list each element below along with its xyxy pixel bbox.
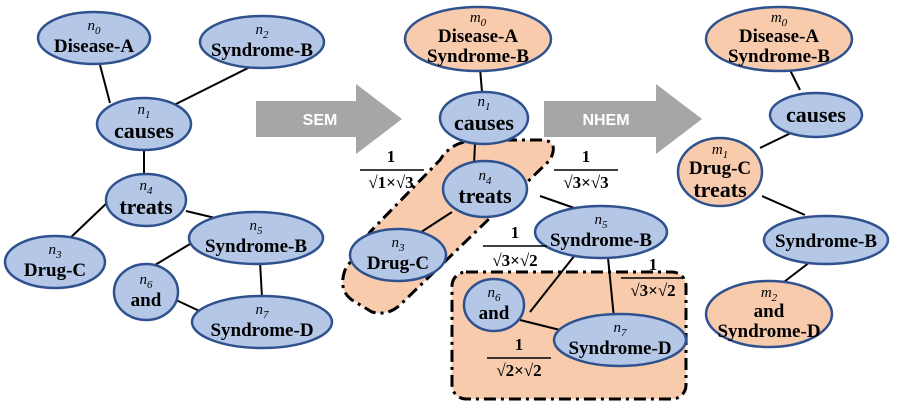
node2-m0-line2: Syndrome-B bbox=[427, 46, 529, 67]
node2-n5: n5 Syndrome-B bbox=[533, 204, 669, 260]
svg-text:n5: n5 bbox=[250, 218, 264, 237]
node-n7-label: Syndrome-D bbox=[210, 320, 313, 341]
svg-text:m2: m2 bbox=[761, 285, 778, 304]
nhem-arrow: NHEM bbox=[544, 84, 702, 154]
svg-text:n3: n3 bbox=[392, 235, 406, 254]
weight-n4-n5: 1 √3×√3 bbox=[554, 147, 618, 192]
node-n7: n7 Syndrome-D bbox=[190, 294, 334, 350]
weight-n3-n4: 1 √1×√3 bbox=[360, 147, 424, 192]
svg-text:n4: n4 bbox=[479, 168, 493, 187]
graph-original: n0 Disease-A n2 Syndrome-B n1 causes n4 … bbox=[3, 10, 334, 350]
svg-text:n1: n1 bbox=[138, 102, 151, 121]
svg-text:n3: n3 bbox=[49, 242, 63, 261]
edge2-n5-n7 bbox=[607, 257, 615, 319]
node3-causes-label: causes bbox=[786, 102, 846, 127]
svg-text:n7: n7 bbox=[256, 302, 270, 321]
node2-n3: n3 Drug-C bbox=[348, 227, 448, 283]
node3-m2-line1: and bbox=[754, 301, 785, 322]
node3-m2: m2 and Syndrome-D bbox=[704, 279, 834, 349]
node-n3-label: Drug-C bbox=[24, 260, 86, 281]
node2-n1: n1 causes bbox=[438, 90, 530, 146]
weight-n5-n7: 1 √3×√2 bbox=[621, 255, 685, 300]
node-n1-label: causes bbox=[114, 118, 174, 143]
edge2-n6-n5 bbox=[529, 254, 576, 313]
node-n2: n2 Syndrome-B bbox=[198, 14, 326, 70]
node-n5: n5 Syndrome-B bbox=[187, 210, 325, 266]
weight-n5-n6: 1 √3×√2 bbox=[483, 223, 547, 270]
edge3-m0-causes bbox=[789, 69, 801, 91]
svg-text:√3×√3: √3×√3 bbox=[563, 173, 608, 192]
graph-sem: m0 Disease-A Syndrome-B n1 causes n4 tre… bbox=[341, 5, 688, 401]
svg-text:n1: n1 bbox=[478, 94, 491, 113]
edge-n0-n1 bbox=[99, 64, 111, 104]
node2-n6-label: and bbox=[479, 303, 510, 324]
svg-text:√3×√2: √3×√2 bbox=[630, 281, 675, 300]
node2-n7-label: Syndrome-D bbox=[568, 338, 671, 359]
node3-m0-line2: Syndrome-B bbox=[728, 46, 830, 67]
svg-text:m1: m1 bbox=[712, 142, 728, 161]
svg-text:√1×√3: √1×√3 bbox=[368, 173, 413, 192]
node3-m1: m1 Drug-C treats bbox=[676, 136, 764, 208]
weight-n6-n7: 1 √2×√2 bbox=[487, 335, 551, 380]
svg-text:√3×√2: √3×√2 bbox=[492, 251, 537, 270]
node-n1: n1 causes bbox=[95, 96, 193, 152]
node-n0: n0 Disease-A bbox=[36, 10, 152, 66]
node-n3: n3 Drug-C bbox=[3, 234, 107, 290]
node-n4: n4 treats bbox=[104, 172, 188, 228]
node3-m2-line2: Syndrome-D bbox=[717, 321, 820, 342]
node-n5-label: Syndrome-B bbox=[205, 236, 307, 257]
nhem-arrow-label: NHEM bbox=[582, 112, 629, 129]
svg-text:m0: m0 bbox=[470, 10, 487, 29]
node3-m0-line1: Disease-A bbox=[739, 26, 819, 47]
node2-n4: n4 treats bbox=[441, 159, 529, 219]
edge-n5-n7 bbox=[259, 261, 263, 298]
node-n4-label: treats bbox=[119, 194, 173, 219]
edge-n2-n1 bbox=[169, 62, 259, 108]
node2-n3-label: Drug-C bbox=[367, 253, 429, 274]
node2-n6: n6 and bbox=[462, 277, 526, 333]
node2-n1-label: causes bbox=[454, 110, 514, 135]
svg-text:n2: n2 bbox=[256, 22, 270, 41]
node2-m0-line1: Disease-A bbox=[438, 26, 518, 47]
edge3-m1-syn bbox=[761, 195, 806, 216]
node3-syn: Syndrome-B bbox=[762, 214, 890, 266]
node2-n5-label: Syndrome-B bbox=[550, 230, 652, 251]
svg-text:m0: m0 bbox=[771, 10, 788, 29]
svg-text:1: 1 bbox=[515, 335, 524, 354]
svg-text:1: 1 bbox=[582, 147, 591, 166]
node3-m0: m0 Disease-A Syndrome-B bbox=[704, 5, 854, 73]
node-n2-label: Syndrome-B bbox=[211, 40, 313, 61]
svg-text:n5: n5 bbox=[595, 212, 609, 231]
node3-m1-line1: Drug-C bbox=[689, 158, 751, 179]
node3-syn-label: Syndrome-B bbox=[775, 231, 877, 252]
svg-text:1: 1 bbox=[387, 147, 396, 166]
graph-nhem: m0 Disease-A Syndrome-B causes m1 Drug-C… bbox=[676, 5, 890, 349]
svg-text:n6: n6 bbox=[488, 285, 502, 304]
sem-arrow-label: SEM bbox=[303, 112, 338, 129]
edge2-n6-n7 bbox=[519, 319, 561, 331]
svg-text:√2×√2: √2×√2 bbox=[496, 361, 541, 380]
node2-n7: n7 Syndrome-D bbox=[552, 312, 688, 368]
node3-m1-line2: treats bbox=[693, 177, 747, 202]
sem-arrow: SEM bbox=[256, 84, 402, 154]
edge3-causes-m1 bbox=[759, 131, 794, 149]
node2-n4-label: treats bbox=[458, 183, 512, 208]
svg-text:n7: n7 bbox=[614, 320, 628, 339]
svg-text:n6: n6 bbox=[140, 272, 154, 291]
edge-n4-n3 bbox=[67, 199, 111, 241]
node-n0-label: Disease-A bbox=[54, 36, 134, 57]
svg-text:1: 1 bbox=[649, 255, 658, 274]
svg-text:1: 1 bbox=[511, 223, 520, 242]
svg-text:n4: n4 bbox=[140, 178, 154, 197]
node-n6-label: and bbox=[131, 290, 162, 311]
svg-text:n0: n0 bbox=[88, 18, 102, 37]
node-n6: n6 and bbox=[112, 262, 180, 322]
node3-causes: causes bbox=[768, 91, 864, 139]
node2-m0: m0 Disease-A Syndrome-B bbox=[403, 5, 553, 73]
